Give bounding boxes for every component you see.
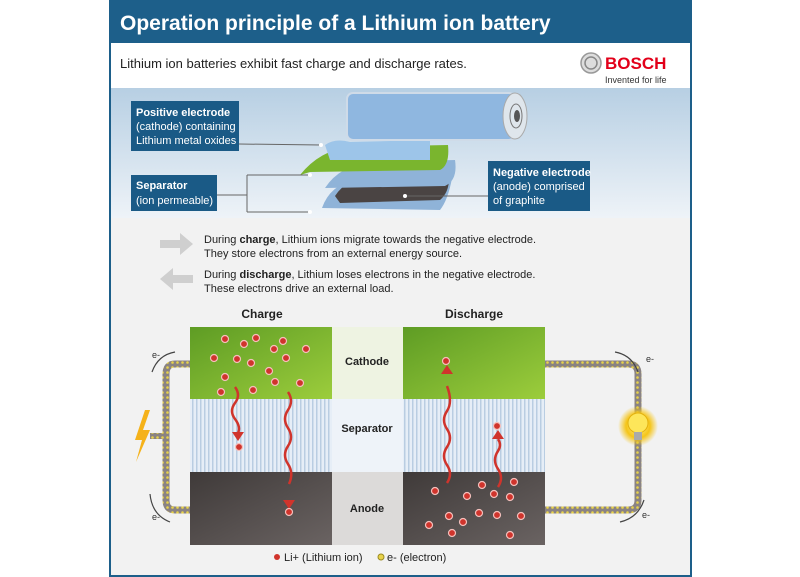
- arrow-heads: [232, 365, 504, 509]
- electron-label: e-: [152, 350, 160, 360]
- discharge-panel: [403, 327, 545, 545]
- legend: Li+ (Lithium ion) e- (electron): [274, 552, 446, 564]
- separator-label: Separator (ion permeable): [131, 173, 312, 214]
- svg-text:During discharge, Lithium lose: During discharge, Lithium loses electron…: [204, 269, 535, 281]
- title-bar: [110, 0, 691, 43]
- ion-migration-arrows: [230, 385, 503, 488]
- anode-label: Anode: [350, 503, 384, 515]
- svg-text:Separator: Separator: [136, 180, 188, 192]
- layer-label-column: Cathode Separator Anode: [332, 327, 403, 545]
- svg-text:BOSCH: BOSCH: [605, 54, 666, 73]
- page-title: Operation principle of a Lithium ion bat…: [120, 12, 551, 35]
- svg-text:(cathode) containing: (cathode) containing: [136, 121, 236, 133]
- svg-text:Negative electrode: Negative electrode: [493, 167, 591, 179]
- svg-text:Positive electrode: Positive electrode: [136, 107, 230, 119]
- subtitle: Lithium ion batteries exhibit fast charg…: [120, 56, 467, 71]
- charge-panel: [190, 327, 332, 545]
- arrow-left-icon: [160, 268, 193, 290]
- electron-label: e-: [646, 354, 654, 364]
- svg-text:They store electrons from an e: They store electrons from an external en…: [204, 248, 462, 260]
- charge-explanation: During charge, Lithium ions migrate towa…: [160, 233, 536, 260]
- lightning-bolt-icon: [135, 410, 150, 462]
- discharge-explanation: During discharge, Lithium loses electron…: [160, 268, 535, 295]
- svg-text:During charge, Lithium ions mi: During charge, Lithium ions migrate towa…: [204, 234, 536, 246]
- legend-electron: e- (electron): [387, 552, 446, 564]
- cathode-label: Cathode: [345, 356, 389, 368]
- svg-text:of graphite: of graphite: [493, 195, 545, 207]
- discharge-title: Discharge: [445, 307, 503, 321]
- lithium-ions: [209, 333, 526, 540]
- svg-text:Invented for life: Invented for life: [605, 75, 667, 85]
- ion-dot-icon: [274, 554, 280, 560]
- bosch-logo: BOSCH Invented for life: [580, 52, 667, 85]
- svg-text:(ion permeable): (ion permeable): [136, 195, 213, 207]
- charge-title: Charge: [241, 307, 283, 321]
- legend-ion: Li+ (Lithium ion): [284, 552, 363, 564]
- negative-electrode-label: Negative electrode (anode) comprised of …: [403, 161, 591, 211]
- svg-text:These electrons drive an exter: These electrons drive an external load.: [204, 283, 394, 295]
- electron-label: e-: [152, 512, 160, 522]
- electron-dot-icon: [377, 553, 385, 561]
- battery-roll-illustration: [300, 92, 528, 210]
- svg-text:Lithium metal oxides: Lithium metal oxides: [136, 135, 237, 147]
- svg-text:(anode) comprised: (anode) comprised: [493, 181, 585, 193]
- light-bulb-icon: [618, 406, 658, 446]
- arrow-right-icon: [160, 233, 193, 255]
- positive-electrode-label: Positive electrode (cathode) containing …: [131, 101, 323, 151]
- electron-flow-arrows: [149, 351, 645, 523]
- electron-label: e-: [642, 510, 650, 520]
- separator-layer-label: Separator: [341, 423, 393, 435]
